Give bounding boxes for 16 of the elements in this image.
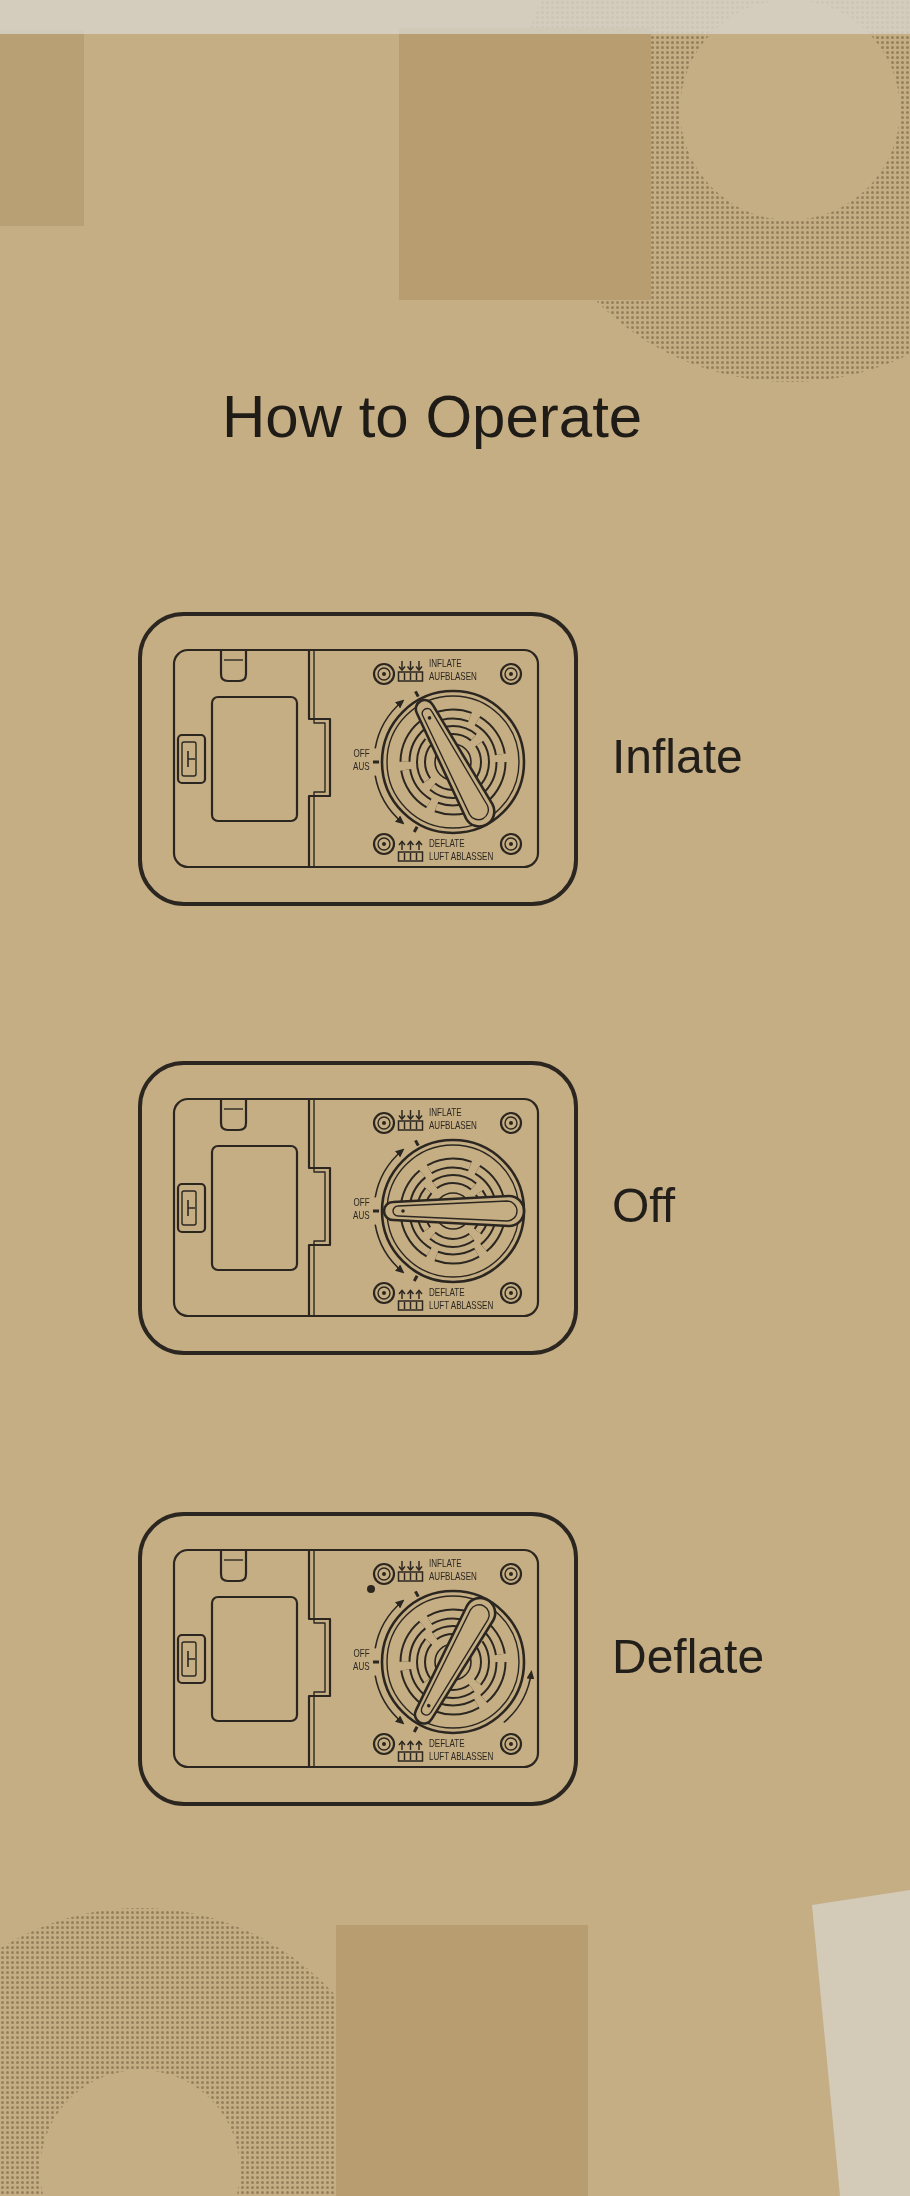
heading: How to Operate [222, 382, 643, 452]
control-panel [138, 1512, 578, 1806]
dial-label: OFF AUS [353, 747, 370, 772]
dial-label: DEFLATE LUFT ABLASSEN [429, 837, 494, 862]
dial-label: DEFLATE LUFT ABLASSEN [429, 1286, 494, 1311]
state-label: Inflate [612, 729, 743, 785]
dial-label: DEFLATE LUFT ABLASSEN [429, 1737, 494, 1762]
dial-label: INFLATE AUFBLASEN [429, 1106, 477, 1131]
dial-label: INFLATE AUFBLASEN [429, 657, 477, 682]
control-panel [138, 1061, 578, 1355]
state-label: Off [612, 1178, 676, 1234]
dial-label: OFF AUS [353, 1196, 370, 1221]
state-label: Deflate [612, 1629, 765, 1685]
control-panel [138, 612, 578, 906]
dial-label: INFLATE AUFBLASEN [429, 1557, 477, 1582]
dial-label: OFF AUS [353, 1647, 370, 1672]
